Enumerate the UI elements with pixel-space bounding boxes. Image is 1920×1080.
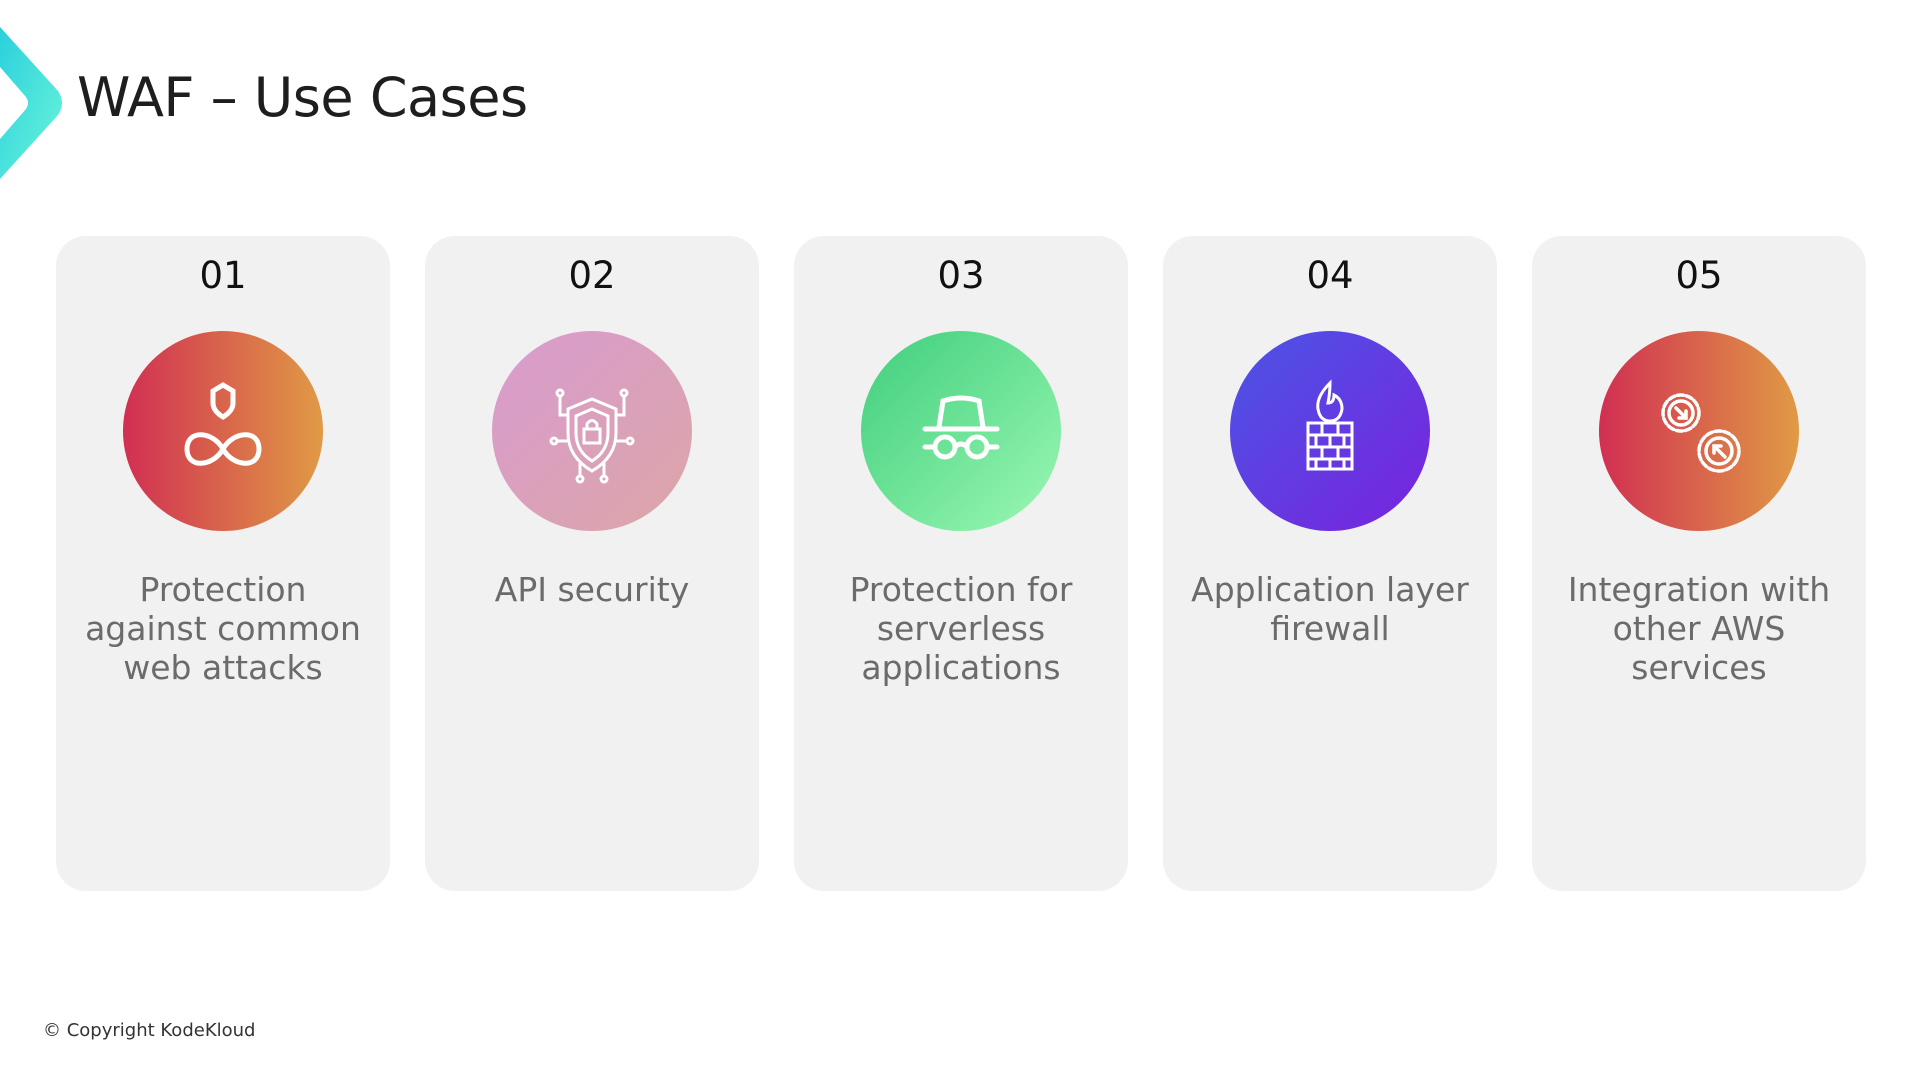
use-case-card-3: 03 Protection for serverless application…: [794, 236, 1128, 891]
card-label: API security: [494, 570, 690, 609]
card-label: Integration with other AWS services: [1567, 570, 1831, 687]
chevron-logo-icon: [0, 27, 62, 179]
use-case-card-2: 02 API security: [425, 236, 759, 891]
card-number: 05: [1675, 254, 1723, 297]
card-label: Application layer firewall: [1191, 570, 1469, 648]
brick-wall-fire-icon: [1230, 331, 1430, 531]
copyright-footer: © Copyright KodeKloud: [43, 1020, 256, 1041]
gears-arrows-icon: [1599, 331, 1799, 531]
card-number: 04: [1306, 254, 1354, 297]
card-label: Protection against common web attacks: [85, 570, 361, 687]
incognito-hat-glasses-icon: [861, 331, 1061, 531]
card-number: 03: [937, 254, 985, 297]
card-label: Protection for serverless applications: [849, 570, 1073, 687]
shield-lock-circuit-icon: [492, 331, 692, 531]
use-case-card-4: 04 Application layer firewall: [1163, 236, 1497, 891]
card-number: 01: [199, 254, 247, 297]
shield-infinity-icon: [123, 331, 323, 531]
use-case-card-1: 01 Protection against common web attacks: [56, 236, 390, 891]
page-title: WAF – Use Cases: [77, 66, 528, 129]
use-case-card-5: 05 Integration with other AWS services: [1532, 236, 1866, 891]
card-number: 02: [568, 254, 616, 297]
